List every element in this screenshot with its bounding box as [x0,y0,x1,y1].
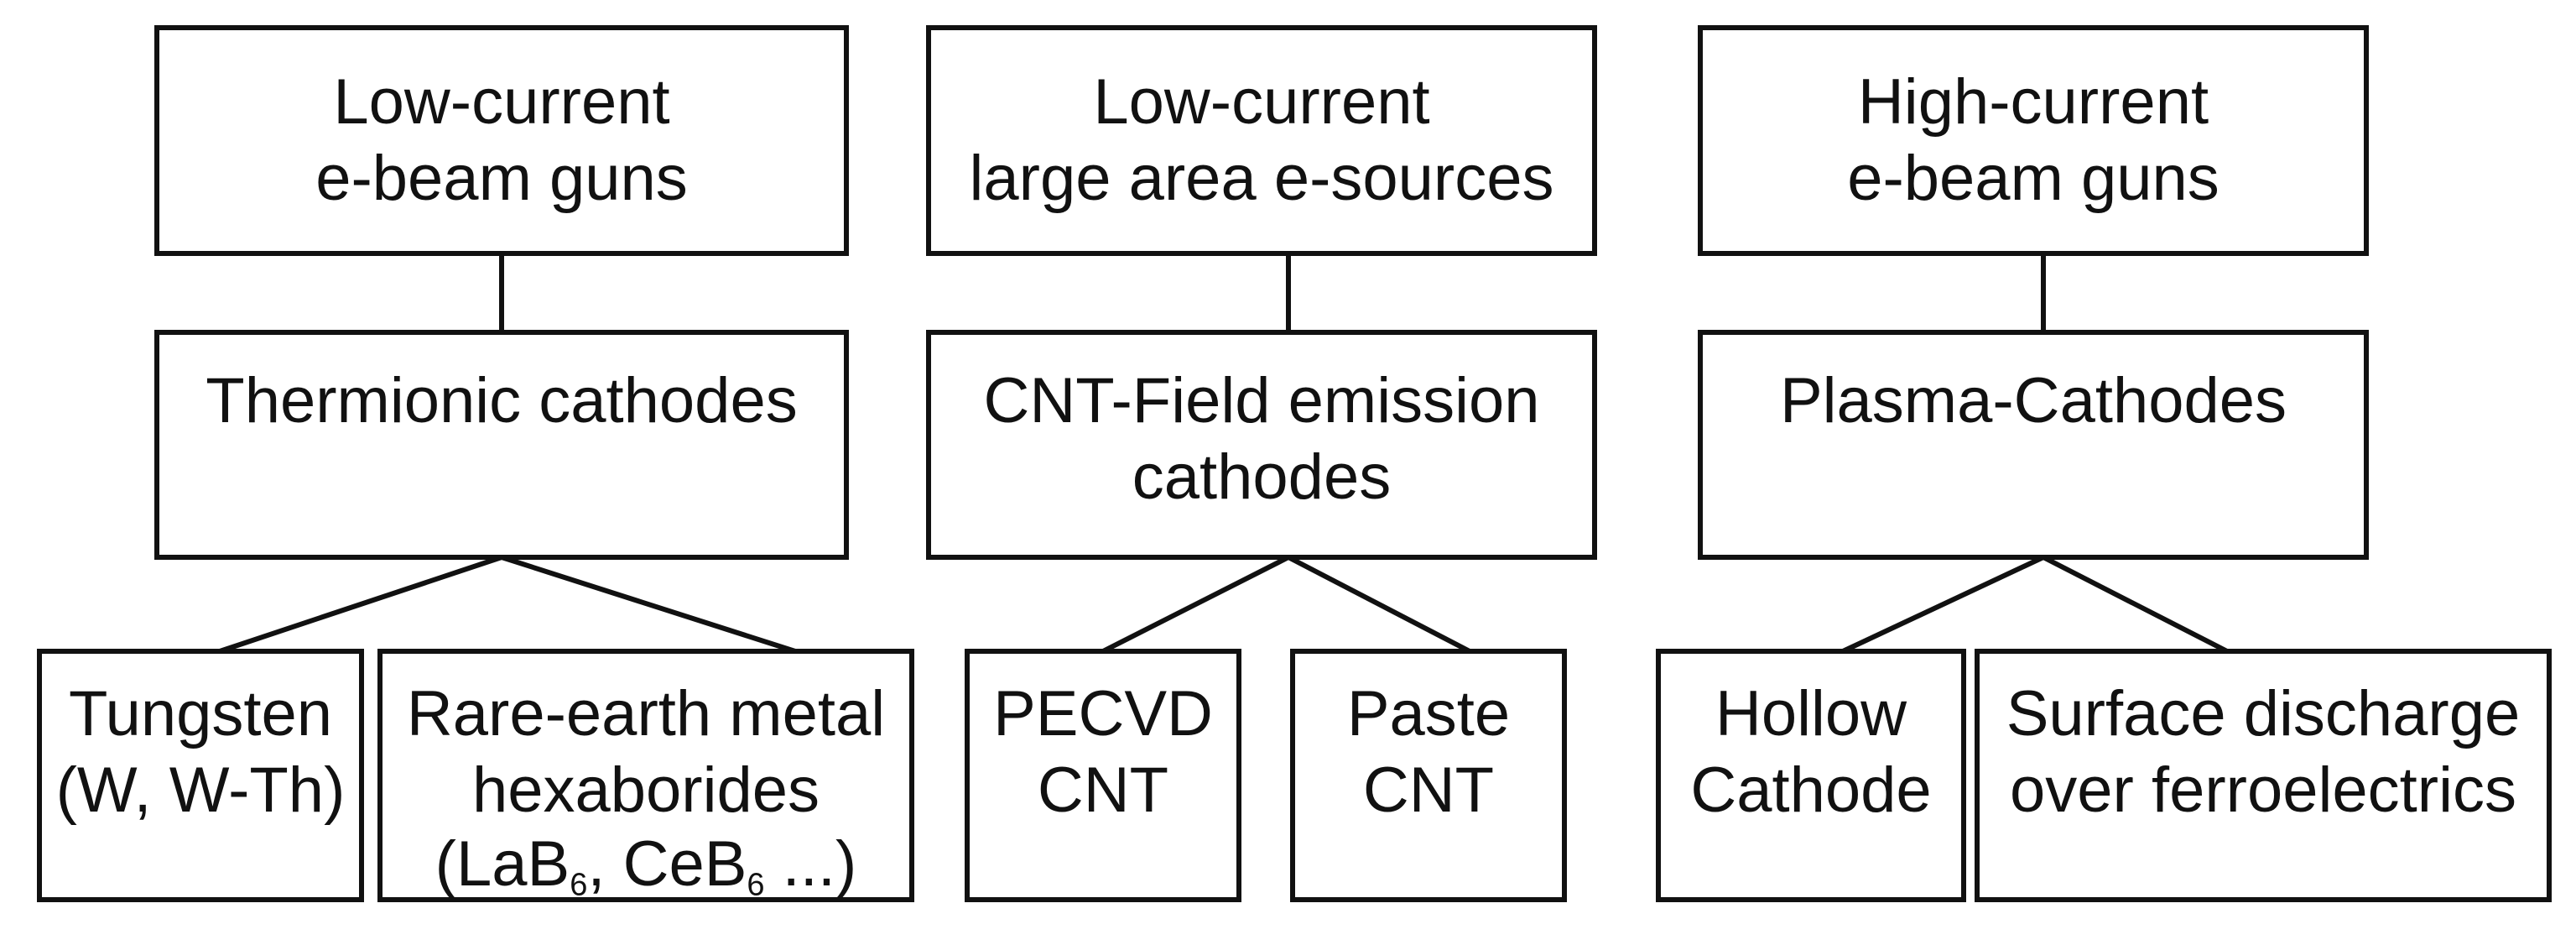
box-line-3-formula: (LaB6, CeB6 ...) [382,826,909,905]
connector-mid-to-leaf-left-col1 [219,555,502,654]
box-thermionic-cathodes: Thermionic cathodes [154,330,849,560]
box-hollow-cathode: Hollow Cathode [1656,649,1966,902]
formula-subscript: 6 [747,867,765,903]
formula-subscript: 6 [570,867,588,903]
box-line-2: e-beam guns [1847,143,2220,214]
box-rare-earth-hexaborides: Rare-earth metal hexaborides (LaB6, CeB6… [377,649,914,902]
box-line-2: cathodes [1132,441,1392,513]
box-line-2: hexaborides [471,754,820,826]
box-line-2: (W, W-Th) [55,754,346,826]
box-line-2: CNT [1037,754,1169,826]
box-high-current-e-beam-guns: High-current e-beam guns [1698,25,2369,256]
box-line-2: Cathode [1690,754,1932,826]
formula-part: ...) [764,828,857,900]
box-line-1: Tungsten [68,678,333,749]
box-line-1: Paste [1346,678,1511,749]
box-line-1: Plasma-Cathodes [1779,365,2287,436]
connector-mid-to-leaf-left-col3 [1841,555,2045,654]
box-line-1: Low-current [1093,66,1430,138]
box-plasma-cathodes: Plasma-Cathodes [1698,330,2369,560]
box-line-2: over ferroelectrics [2010,754,2516,826]
formula-part: (LaB [435,828,570,900]
box-pecvd-cnt: PECVD CNT [965,649,1241,902]
formula-part: , CeB [587,828,747,900]
box-paste-cnt: Paste CNT [1290,649,1567,902]
box-cnt-field-emission-cathodes: CNT-Field emission cathodes [926,330,1597,560]
connector-mid-to-leaf-left-col2 [1101,555,1290,654]
box-line-1: High-current [1857,66,2209,138]
box-line-2: CNT [1362,754,1495,826]
box-line-1: PECVD [993,678,1213,749]
box-line-1: CNT-Field emission [983,365,1540,436]
connector-mid-to-leaf-right-col1 [501,555,796,654]
box-line-1: Low-current [333,66,670,138]
box-line-2: e-beam guns [315,143,688,214]
box-surface-discharge-ferroelectrics: Surface discharge over ferroelectrics [1975,649,2552,902]
box-line-1: Rare-earth metal [406,678,886,749]
box-low-current-large-area-e-sources: Low-current large area e-sources [926,25,1597,256]
box-line-2: large area e-sources [969,143,1554,214]
connector-mid-to-leaf-right-col2 [1287,555,1471,654]
connector-mid-to-leaf-right-col3 [2042,555,2229,654]
box-line-1: Hollow [1715,678,1907,749]
box-line-1: Thermionic cathodes [206,365,798,436]
box-line-1: Surface discharge [2006,678,2521,749]
box-tungsten: Tungsten (W, W-Th) [37,649,364,902]
box-low-current-e-beam-guns: Low-current e-beam guns [154,25,849,256]
